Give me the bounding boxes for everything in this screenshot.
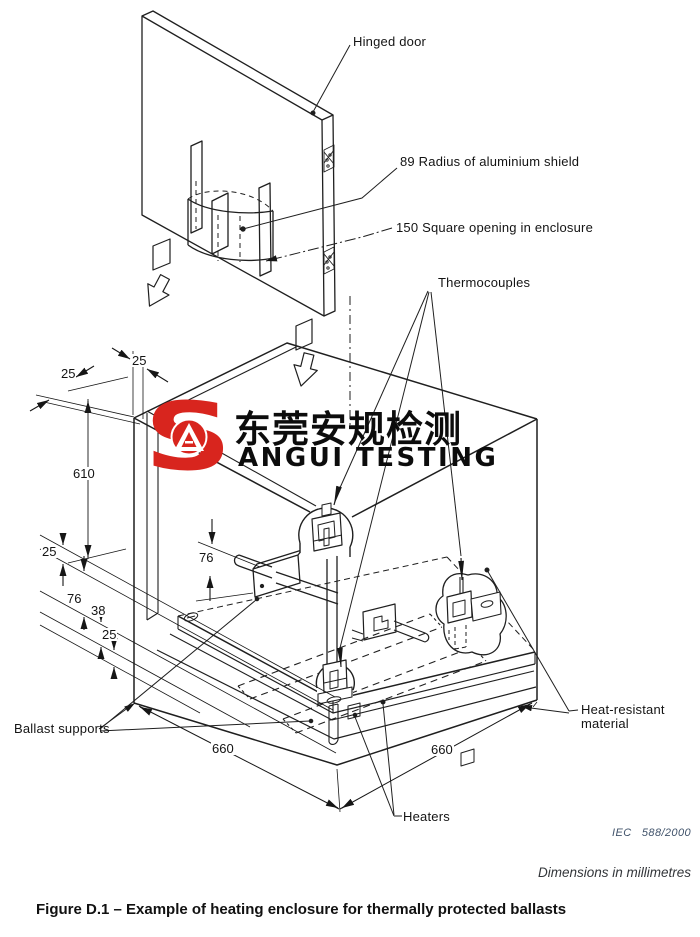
units-note: Dimensions in millimetres [537, 865, 691, 880]
angui-logo-icon: S [144, 383, 232, 492]
thermocouple-right [435, 573, 507, 656]
label-radius-shield: 89 Radius of aluminium shield [400, 154, 580, 169]
figure-caption: Figure D.1 – Example of heating enclosur… [36, 901, 567, 918]
label-thermocouples: Thermocouples [438, 275, 531, 290]
shield-strap-left [190, 140, 203, 234]
label-hinged-door: Hinged door [353, 34, 427, 49]
label-square-opening: 150 Square opening in enclosure [396, 220, 594, 235]
dim-floor-25-bottom: 25 [101, 627, 118, 642]
label-heaters: Heaters [403, 809, 450, 824]
opening-plate [211, 192, 229, 255]
dim-floor-38: 38 [90, 603, 107, 618]
enclosure-box [133, 342, 538, 766]
dimension-lines [29, 347, 538, 813]
label-ballast-supports: Ballast supports [14, 721, 110, 736]
thermocouple-top [298, 502, 354, 557]
dim-wall-25: 25 [131, 353, 148, 368]
assembly-arrow-icon [147, 238, 318, 387]
hinged-door [141, 10, 336, 317]
dim-660-left: 660 [211, 741, 235, 756]
hinge-icon [323, 144, 335, 275]
ballast-support-rail [233, 549, 339, 605]
leader-lines [98, 44, 579, 817]
thermocouple-bottom [315, 659, 356, 745]
shield-strap-right [258, 182, 272, 277]
dim-floor-76: 76 [66, 591, 83, 606]
label-heat-resistant: Heat-resistant material [581, 702, 665, 732]
dim-610: 610 [72, 466, 96, 481]
iec-reference: IEC 588/2000 [612, 827, 691, 839]
ballast-support-right [351, 603, 430, 643]
dim-660-right: 660 [430, 742, 454, 757]
dim-rail-76: 76 [198, 550, 215, 565]
watermark-chinese: 东莞安规检测 [234, 408, 462, 451]
watermark-english: ANGUI TESTING [238, 443, 499, 473]
dim-floor-25-top: 25 [41, 544, 58, 559]
dim-lid-25: 25 [60, 366, 77, 381]
aluminium-shield [187, 181, 274, 262]
